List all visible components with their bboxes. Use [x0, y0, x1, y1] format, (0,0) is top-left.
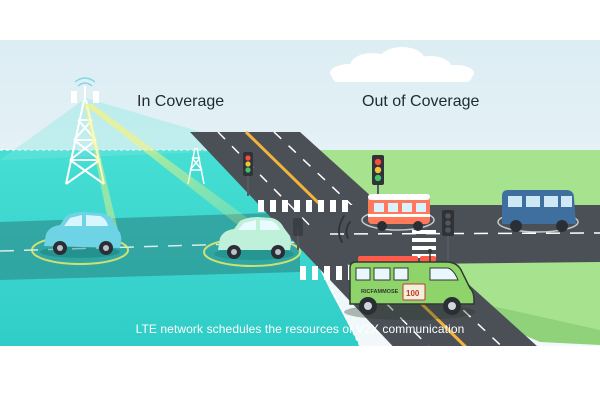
traffic-light-right	[372, 155, 384, 210]
bottom-margin	[0, 346, 600, 400]
wifi-icon	[338, 215, 351, 243]
signal-beam-main	[84, 104, 272, 244]
coverage-cone	[0, 98, 262, 160]
signal-beam-secondary	[84, 104, 118, 230]
clouds	[330, 47, 474, 82]
crosswalk-top	[258, 200, 348, 212]
van	[502, 190, 576, 232]
truck	[344, 249, 476, 320]
road-lane-a	[217, 131, 439, 357]
signal-waves-icon	[74, 77, 96, 87]
in-coverage-label: In Coverage	[137, 93, 225, 110]
traffic-light-left	[243, 152, 253, 196]
bus	[368, 194, 430, 231]
traffic-light-left-lower	[293, 218, 303, 250]
truck-plate-top: RICFAMMOSE	[361, 289, 399, 295]
car-middle	[214, 217, 294, 260]
cell-tower-icon	[65, 86, 105, 185]
car-left	[40, 212, 122, 258]
traffic-light-cross	[442, 210, 454, 262]
road-lane-right	[329, 232, 600, 235]
top-margin	[0, 0, 600, 40]
out-of-coverage-label: Out of Coverage	[362, 93, 480, 110]
caption-text: LTE network schedules the resources of V…	[135, 322, 465, 336]
truck-plate-number: 100	[406, 289, 420, 298]
